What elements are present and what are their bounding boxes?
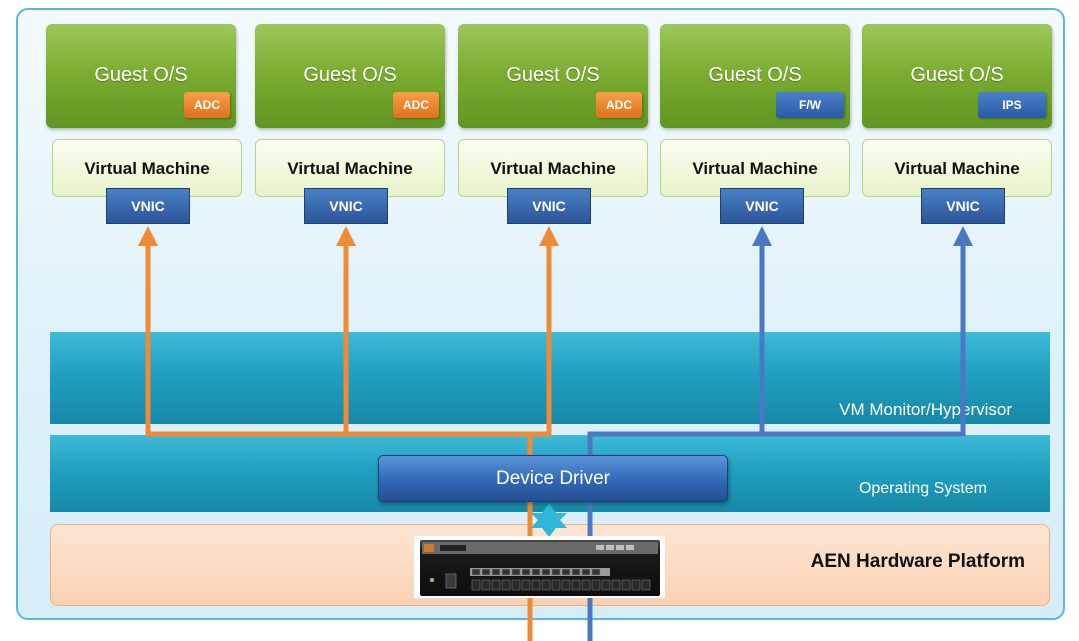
guest-os-box-4: Guest O/S F/W bbox=[660, 24, 850, 128]
virtual-machine-title: Virtual Machine bbox=[692, 159, 818, 178]
fw-badge: F/W bbox=[776, 92, 844, 118]
vnic-box-4: VNIC bbox=[720, 188, 804, 224]
arrow-up-icon bbox=[953, 226, 973, 246]
os-label: Operating System bbox=[858, 480, 987, 497]
adc-badge: ADC bbox=[596, 92, 642, 118]
guest-os-box-2: Guest O/S ADC bbox=[255, 24, 445, 128]
adc-badge: ADC bbox=[393, 92, 439, 118]
virtual-machine-box-2: Virtual Machine bbox=[255, 139, 445, 197]
virtual-machine-box-4: Virtual Machine bbox=[660, 139, 850, 197]
hardware-appliance-image bbox=[414, 536, 665, 598]
guest-os-title: Guest O/S bbox=[303, 64, 397, 86]
hypervisor-label: VM Monitor/Hypervisor bbox=[839, 400, 1012, 419]
vnic-box-5: VNIC bbox=[921, 188, 1005, 224]
guest-os-title: Guest O/S bbox=[506, 64, 600, 86]
virtual-machine-title: Virtual Machine bbox=[490, 159, 616, 178]
blue-arrowheads bbox=[752, 226, 973, 246]
guest-os-title: Guest O/S bbox=[94, 64, 188, 86]
virtual-machine-title: Virtual Machine bbox=[84, 159, 210, 178]
arrow-up-icon bbox=[138, 226, 158, 246]
guest-os-box-5: Guest O/S IPS bbox=[862, 24, 1052, 128]
connector-star-icon bbox=[531, 503, 567, 537]
arrow-up-icon bbox=[539, 226, 559, 246]
virtual-machine-title: Virtual Machine bbox=[287, 159, 413, 178]
guest-os-box-3: Guest O/S ADC bbox=[458, 24, 648, 128]
arrow-up-icon bbox=[336, 226, 356, 246]
guest-os-title: Guest O/S bbox=[910, 64, 1004, 86]
guest-os-box-1: Guest O/S ADC bbox=[46, 24, 236, 128]
arrow-up-icon bbox=[752, 226, 772, 246]
vnic-box-1: VNIC bbox=[106, 188, 190, 224]
vnic-box-2: VNIC bbox=[304, 188, 388, 224]
device-driver-box: Device Driver bbox=[378, 455, 728, 502]
hardware-label: AEN Hardware Platform bbox=[810, 551, 1025, 572]
virtual-machine-title: Virtual Machine bbox=[894, 159, 1020, 178]
orange-arrowheads bbox=[138, 226, 559, 246]
vnic-box-3: VNIC bbox=[507, 188, 591, 224]
guest-os-title: Guest O/S bbox=[708, 64, 802, 86]
adc-badge: ADC bbox=[184, 92, 230, 118]
ips-badge: IPS bbox=[978, 92, 1046, 118]
virtual-machine-box-3: Virtual Machine bbox=[458, 139, 648, 197]
virtual-machine-box-5: Virtual Machine bbox=[862, 139, 1052, 197]
